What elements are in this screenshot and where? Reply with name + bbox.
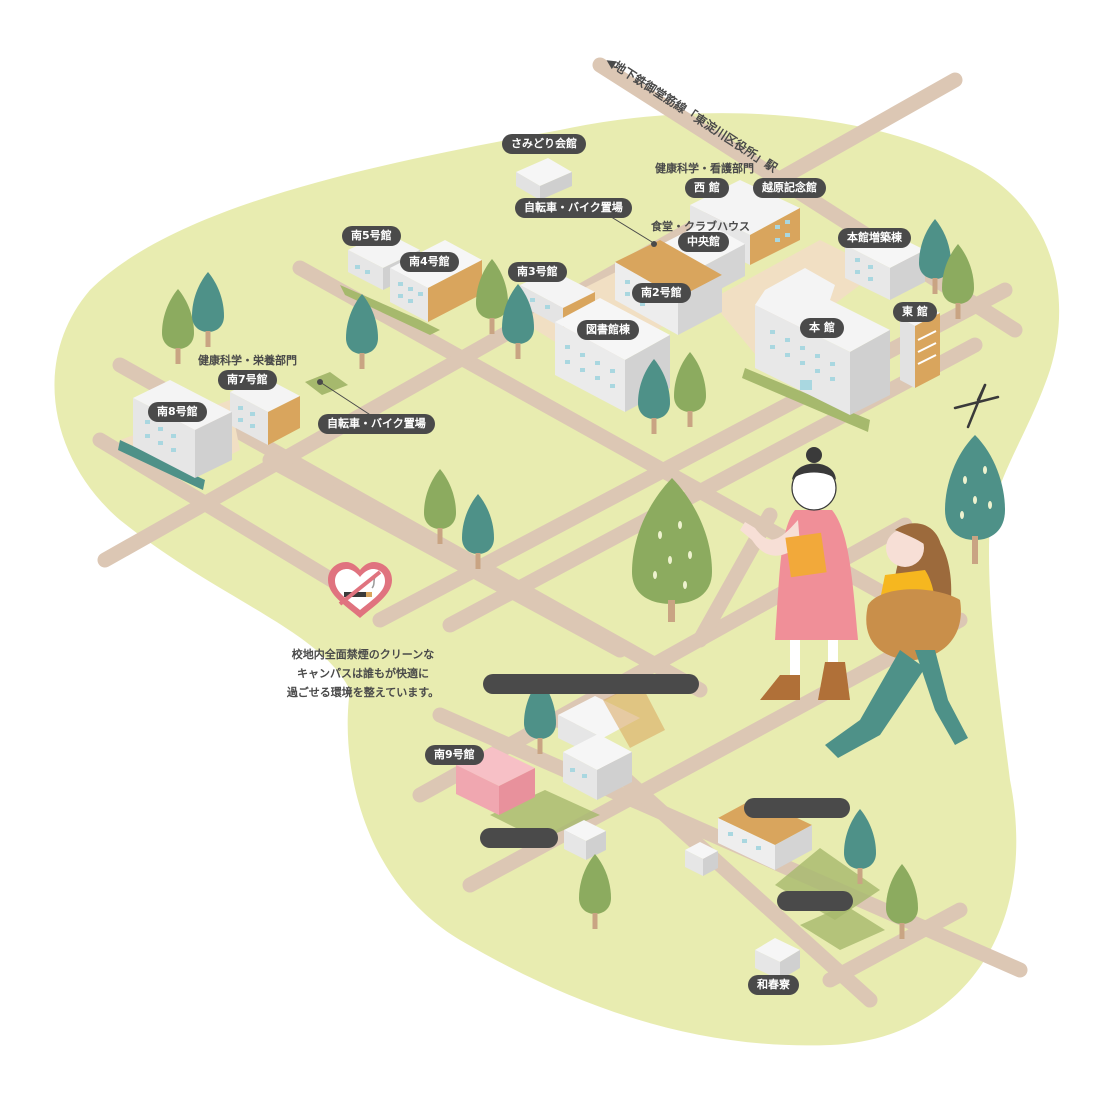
- label-minami2[interactable]: 南2号館: [632, 283, 691, 303]
- person-left: [740, 447, 858, 700]
- note-line-2: キャンパスは誰もが快適に: [297, 667, 429, 680]
- label-honkan-zouchiku[interactable]: 本館増築棟: [838, 228, 911, 248]
- label-bike-north[interactable]: 自転車・バイク置場: [515, 198, 632, 218]
- label-minami8[interactable]: 南8号館: [148, 402, 207, 422]
- building-south-cluster: [558, 682, 665, 800]
- label-higashikan[interactable]: 東 館: [893, 302, 937, 322]
- no-smoking-note: 校地内全面禁煙のクリーンな キャンパスは誰もが快適に 過ごせる環境を整えています…: [268, 645, 458, 702]
- caption-clubhouse: 食堂・クラブハウス: [651, 220, 750, 233]
- label-etsuhara[interactable]: 越原記念館: [753, 178, 826, 198]
- caption-kenko-eiyo: 健康科学・栄養部門: [198, 354, 297, 367]
- label-library[interactable]: 図書館棟: [577, 320, 639, 340]
- label-nishikan[interactable]: 西 館: [685, 178, 729, 198]
- label-minami5[interactable]: 南5号館: [342, 226, 401, 246]
- person-right: [825, 523, 968, 758]
- caption-kenko-kango: 健康科学・看護部門: [655, 162, 754, 175]
- building-honkan: [755, 268, 890, 415]
- north-arrow-icon: [953, 383, 1000, 429]
- label-minami4[interactable]: 南4号館: [400, 252, 459, 272]
- label-blank-south-main[interactable]: [483, 674, 699, 694]
- label-wakaryo[interactable]: 和春寮: [748, 975, 799, 995]
- label-minami3[interactable]: 南3号館: [508, 262, 567, 282]
- building-east-south: [718, 798, 812, 870]
- label-honkan[interactable]: 本 館: [800, 318, 844, 338]
- label-blank-east-south[interactable]: [744, 798, 850, 818]
- label-blank-field-east[interactable]: [777, 891, 853, 911]
- label-minami9[interactable]: 南9号館: [425, 745, 484, 765]
- tree-large-east: [945, 435, 1005, 564]
- label-chuokan[interactable]: 中央館: [678, 232, 729, 252]
- tree-large-center: [632, 478, 712, 622]
- no-smoking-heart-icon: [328, 562, 392, 618]
- label-samidori[interactable]: さみどり会館: [502, 134, 586, 154]
- note-line-3: 過ごせる環境を整えています。: [286, 686, 440, 699]
- note-line-1: 校地内全面禁煙のクリーンな: [291, 648, 435, 661]
- label-blank-field-west[interactable]: [480, 828, 558, 848]
- building-samidori: [516, 158, 572, 200]
- label-minami7[interactable]: 南7号館: [218, 370, 277, 390]
- label-bike-south[interactable]: 自転車・バイク置場: [318, 414, 435, 434]
